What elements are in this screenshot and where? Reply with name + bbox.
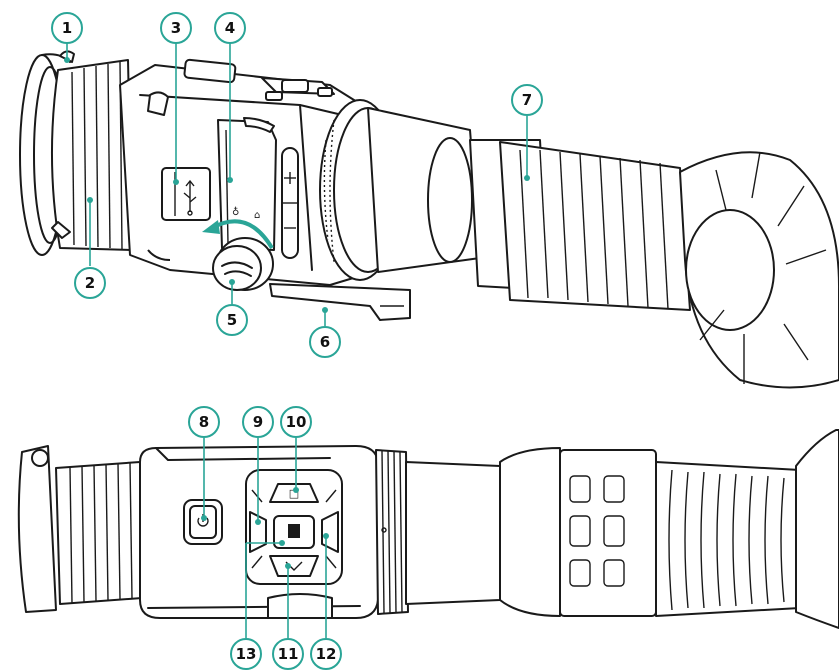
top-diopter-ring (375, 449, 409, 615)
top-eyepiece-tube (405, 447, 657, 617)
callout-12: 12 (310, 638, 342, 670)
eyecup (679, 151, 839, 389)
svg-text:⌂: ⌂ (254, 210, 260, 221)
svg-text:2: 2 (85, 274, 95, 292)
callouts: 1 2 3 4 5 6 7 8 9 10 11 12 13 (51, 12, 543, 670)
svg-text:9: 9 (253, 413, 263, 431)
zoom-rocker (281, 147, 299, 259)
rotate-arrow-icon (202, 219, 274, 250)
svg-text:5: 5 (227, 311, 237, 329)
svg-text:6: 6 (320, 333, 330, 351)
top-view: □ (17, 429, 839, 629)
usb-icon (183, 179, 197, 216)
picatinny-rail (269, 283, 411, 321)
control-pad: □ (245, 469, 343, 585)
svg-text:1: 1 (62, 19, 72, 37)
top-eyecup (795, 429, 839, 629)
up-button (269, 483, 319, 503)
callout-10: 10 (280, 406, 312, 438)
svg-text:11: 11 (278, 645, 299, 663)
top-knob (267, 593, 333, 619)
callout-13: 13 (230, 638, 262, 670)
svg-text:10: 10 (286, 413, 307, 431)
svg-text:8: 8 (199, 413, 209, 431)
svg-text:12: 12 (316, 645, 337, 663)
callout-7: 7 (511, 84, 543, 116)
callout-5: 5 (216, 304, 248, 336)
lens-focus-ring (51, 59, 133, 251)
callout-11: 11 (272, 638, 304, 670)
top-bellows (655, 461, 801, 617)
left-button (249, 511, 267, 553)
callout-3: 3 (160, 12, 192, 44)
callout-1: 1 (51, 12, 83, 44)
top-lens-cap (17, 445, 57, 613)
eyepiece-tube (367, 107, 691, 311)
top-focus-ring (55, 461, 143, 605)
leader-lines (64, 42, 530, 638)
usb-port-cover (161, 167, 211, 221)
svg-text:3: 3 (171, 19, 181, 37)
battery-compartment: ♁ ⌂ (217, 117, 277, 251)
down-button (269, 555, 319, 577)
svg-text:13: 13 (236, 645, 257, 663)
callout-2: 2 (74, 267, 106, 299)
svg-text:♁: ♁ (232, 206, 239, 218)
svg-text:4: 4 (225, 19, 235, 37)
perspective-view: ♁ ⌂ (19, 50, 839, 389)
power-button (183, 499, 223, 545)
plus-icon (284, 172, 296, 184)
right-button (321, 511, 339, 553)
svg-text:7: 7 (522, 91, 532, 109)
callout-8: 8 (188, 406, 220, 438)
battery-knob (212, 237, 274, 291)
svg-text:□: □ (289, 487, 299, 500)
callout-4: 4 (214, 12, 246, 44)
callout-9: 9 (242, 406, 274, 438)
callout-6: 6 (309, 326, 341, 358)
